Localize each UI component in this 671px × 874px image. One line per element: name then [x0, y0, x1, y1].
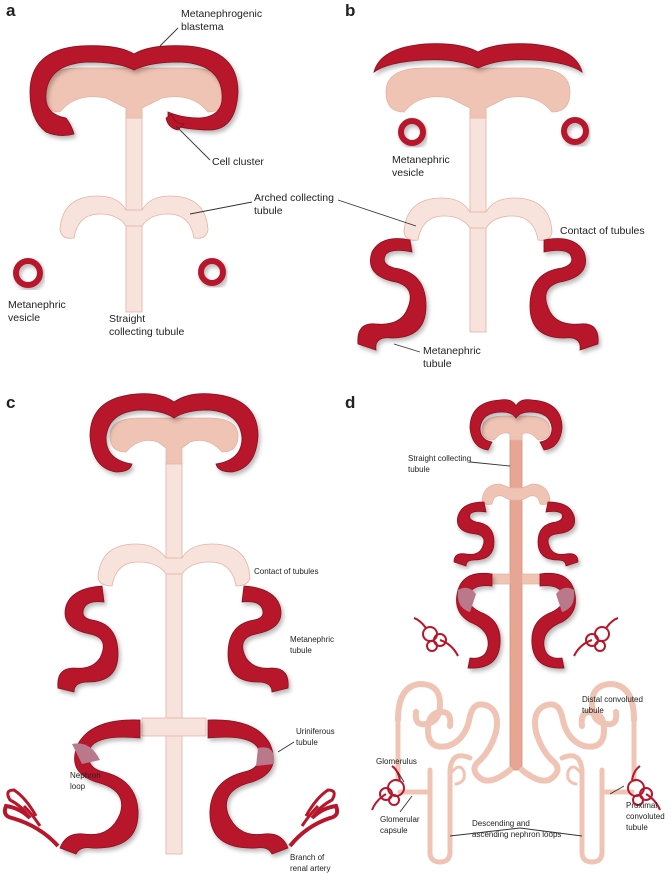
glomerulus-d-upper-right [573, 617, 619, 657]
label-renal-artery: Branch of renal artery [290, 853, 330, 873]
arched-collecting-tubule-d [481, 483, 551, 505]
loop-mauve-d-left [457, 587, 476, 612]
s-tubule-d-right [537, 501, 579, 567]
label-metanephric-tubule-c: Metanephric tubule [290, 635, 336, 655]
blastema-cap-b [373, 43, 583, 73]
panel-a-letter: a [6, 1, 16, 20]
panel-c: c Contact of tubules Metanephr [2, 393, 340, 873]
c-tubule-d-left [456, 572, 501, 669]
uriniferous-tubule-c-right [207, 719, 289, 855]
arched-collecting-tubule [59, 195, 209, 239]
straight-collecting-tubule-c [165, 461, 183, 855]
arched-collecting-tubule-c [97, 543, 251, 587]
loop-join-left [447, 753, 473, 773]
label-proximal-convoluted-tubule: Proximal convoluted tubule [626, 801, 667, 832]
blastema-c [89, 393, 259, 473]
label-blastema: Metanephrogenic blastema [181, 8, 265, 33]
renal-artery-branch-c-right [288, 788, 340, 848]
label-vesicle-a: Metanephric vesicle [8, 299, 69, 324]
distal-convoluted-tubule-right [519, 701, 608, 784]
ampulla-c [109, 417, 239, 465]
label-metanephric-tubule-b: Metanephric tubule [423, 345, 484, 370]
cell-cluster [165, 113, 185, 131]
nephron-loop-d-left [427, 767, 453, 865]
metanephric-vesicle-left [13, 258, 43, 288]
label-arched-collecting-tubule: Arched collecting tubule [254, 192, 337, 217]
glomerulus-d-left [371, 765, 405, 811]
label-straight-collecting-tubule-d: Straight collecting tubule [408, 454, 473, 474]
nephron-loop-segment-right [256, 747, 275, 766]
distal-convoluted-tubule-left [424, 701, 513, 784]
metanephric-vesicle-right [198, 258, 226, 286]
label-cell-cluster: Cell cluster [212, 156, 264, 168]
label-nephron-loop: Nephron loop [70, 771, 103, 791]
c-tubule-d-right [531, 572, 576, 669]
renal-artery-branch-c-left [2, 788, 60, 848]
label-glomerulus: Glomerulus [376, 757, 417, 766]
panel-d-letter: d [345, 393, 355, 412]
panel-c-letter: c [6, 393, 15, 412]
straight-collecting-tubule-d [509, 431, 523, 771]
panel-d: d [345, 393, 667, 865]
blastema-d [469, 399, 563, 451]
glomerulus-d-right [627, 765, 661, 811]
label-uriniferous-tubule: Uriniferous tubule [296, 727, 337, 747]
panel-a: a Metanephrogenic blastema Cell cluster … [6, 1, 337, 338]
metanephric-vesicle-b-left [398, 118, 426, 146]
ampulla-d [481, 415, 551, 441]
s-tubule-d-left [453, 501, 495, 567]
distal-loop-far-right [588, 680, 637, 728]
connector-d-left [489, 573, 511, 585]
distal-loop-far-left [395, 680, 444, 728]
lower-collecting-branch-c [141, 717, 207, 737]
metanephric-tubule-b-right [529, 238, 599, 351]
metanephrogenic-blastema [29, 45, 239, 136]
loop-mauve-d-right [556, 587, 575, 612]
ampulla-b [385, 67, 571, 119]
ampulla [41, 67, 227, 119]
nephron-loop-segment-left [72, 743, 100, 764]
label-vesicle-b: Metanephric vesicle [392, 154, 453, 179]
loop-join-right [559, 753, 585, 773]
nephron-loop-d-right [579, 767, 605, 865]
metanephric-tubule-c-left [57, 585, 119, 693]
metanephric-tubule-b-left [357, 238, 427, 351]
label-contact-c: Contact of tubules [254, 567, 318, 576]
metanephric-tubule-c-right [227, 585, 289, 693]
label-distal-convoluted-tubule: Distal convoluted tubule [582, 695, 645, 715]
label-contact-b: Contact of tubules [560, 225, 645, 237]
arched-collecting-tubule-b [403, 197, 553, 241]
panel-b-letter: b [345, 1, 355, 20]
metanephric-vesicle-b-right [561, 117, 589, 145]
glomerulus-d-upper-left [413, 617, 459, 657]
label-glomerular-capsule: Glomerular capsule [380, 815, 422, 835]
label-straight-collecting-tubule-a: Straight collecting tubule [109, 313, 184, 338]
label-nephron-loops: Descending and ascending nephron loops [472, 819, 561, 839]
connector-d-right [521, 573, 543, 585]
panel-b: b Metanephric vesicle Contact of tubules… [337, 1, 645, 370]
